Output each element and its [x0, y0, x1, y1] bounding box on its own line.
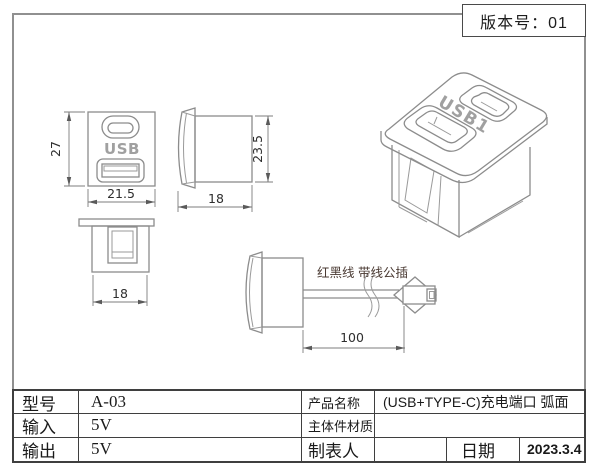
- wire-device-flange: [245, 251, 263, 334]
- drawing-canvas: USB 27 21.5: [48, 72, 548, 353]
- product-name-value-cell: (USB+TYPE-C)充电端口 弧面: [375, 391, 584, 415]
- model-value-cell: A-03: [79, 391, 302, 415]
- bottom-view: 18: [78, 218, 155, 306]
- wire-view: 红黑线 带线公插 100: [245, 251, 437, 353]
- version-label: 版本号：01: [480, 14, 568, 32]
- spec-table: 型号 A-03 产品名称 (USB+TYPE-C)充电端口 弧面 输入 5V 主…: [12, 389, 586, 463]
- iso-type-c-port: [459, 84, 518, 122]
- dim-text-27: 27: [48, 141, 63, 157]
- input-label-cell: 输入: [14, 414, 79, 438]
- dim-text-100: 100: [340, 330, 364, 345]
- dim-text-23-5: 23.5: [250, 135, 265, 163]
- wire-device-body: [261, 257, 304, 328]
- usb-text-label: USB: [104, 140, 140, 158]
- version-box: 版本号：01: [462, 4, 586, 37]
- usb-a-port: [96, 158, 145, 183]
- author-value-cell: [375, 437, 447, 461]
- side-view: 23.5 18: [177, 107, 273, 212]
- output-label-cell: 输出: [14, 437, 79, 461]
- author-label-cell: 制表人: [302, 437, 375, 461]
- model-label-cell: 型号: [14, 391, 79, 415]
- cable-break-symbol: [363, 272, 380, 318]
- input-value-cell: 5V: [79, 414, 302, 438]
- bottom-flange: [78, 218, 155, 227]
- wire-annotation: 红黑线 带线公插: [317, 265, 408, 280]
- output-value-cell: 5V: [79, 437, 302, 461]
- date-label-cell: 日期: [447, 437, 520, 461]
- cable-lines: [303, 289, 399, 299]
- front-body-outline: [87, 111, 156, 187]
- dim-text-18-side: 18: [208, 191, 224, 206]
- type-c-port: [101, 115, 140, 139]
- material-value-cell: [375, 414, 584, 438]
- dimension-bottom-width: 18: [92, 275, 148, 306]
- side-body: [194, 115, 253, 183]
- iso-usb-a-port: [403, 105, 477, 152]
- dimension-side-depth: 18: [177, 185, 253, 212]
- bottom-connector: [107, 226, 138, 264]
- bottom-body: [91, 225, 150, 273]
- iso-view: USB1: [380, 72, 548, 239]
- dimension-front-height: 27: [48, 111, 85, 187]
- dimension-wire-length: 100: [302, 306, 405, 353]
- dim-text-18-bottom: 18: [112, 286, 128, 301]
- dim-text-21-5: 21.5: [107, 186, 135, 201]
- front-view: USB 27 21.5: [48, 111, 156, 207]
- dimension-side-height: 23.5: [250, 115, 273, 183]
- product-name-label-cell: 产品名称: [302, 391, 375, 415]
- side-flange: [177, 107, 196, 189]
- dimension-front-width: 21.5: [87, 186, 156, 207]
- material-label-cell: 主体件材质: [302, 414, 375, 438]
- date-value-cell: 2023.3.4: [527, 441, 582, 458]
- male-plug-connector: [393, 276, 437, 314]
